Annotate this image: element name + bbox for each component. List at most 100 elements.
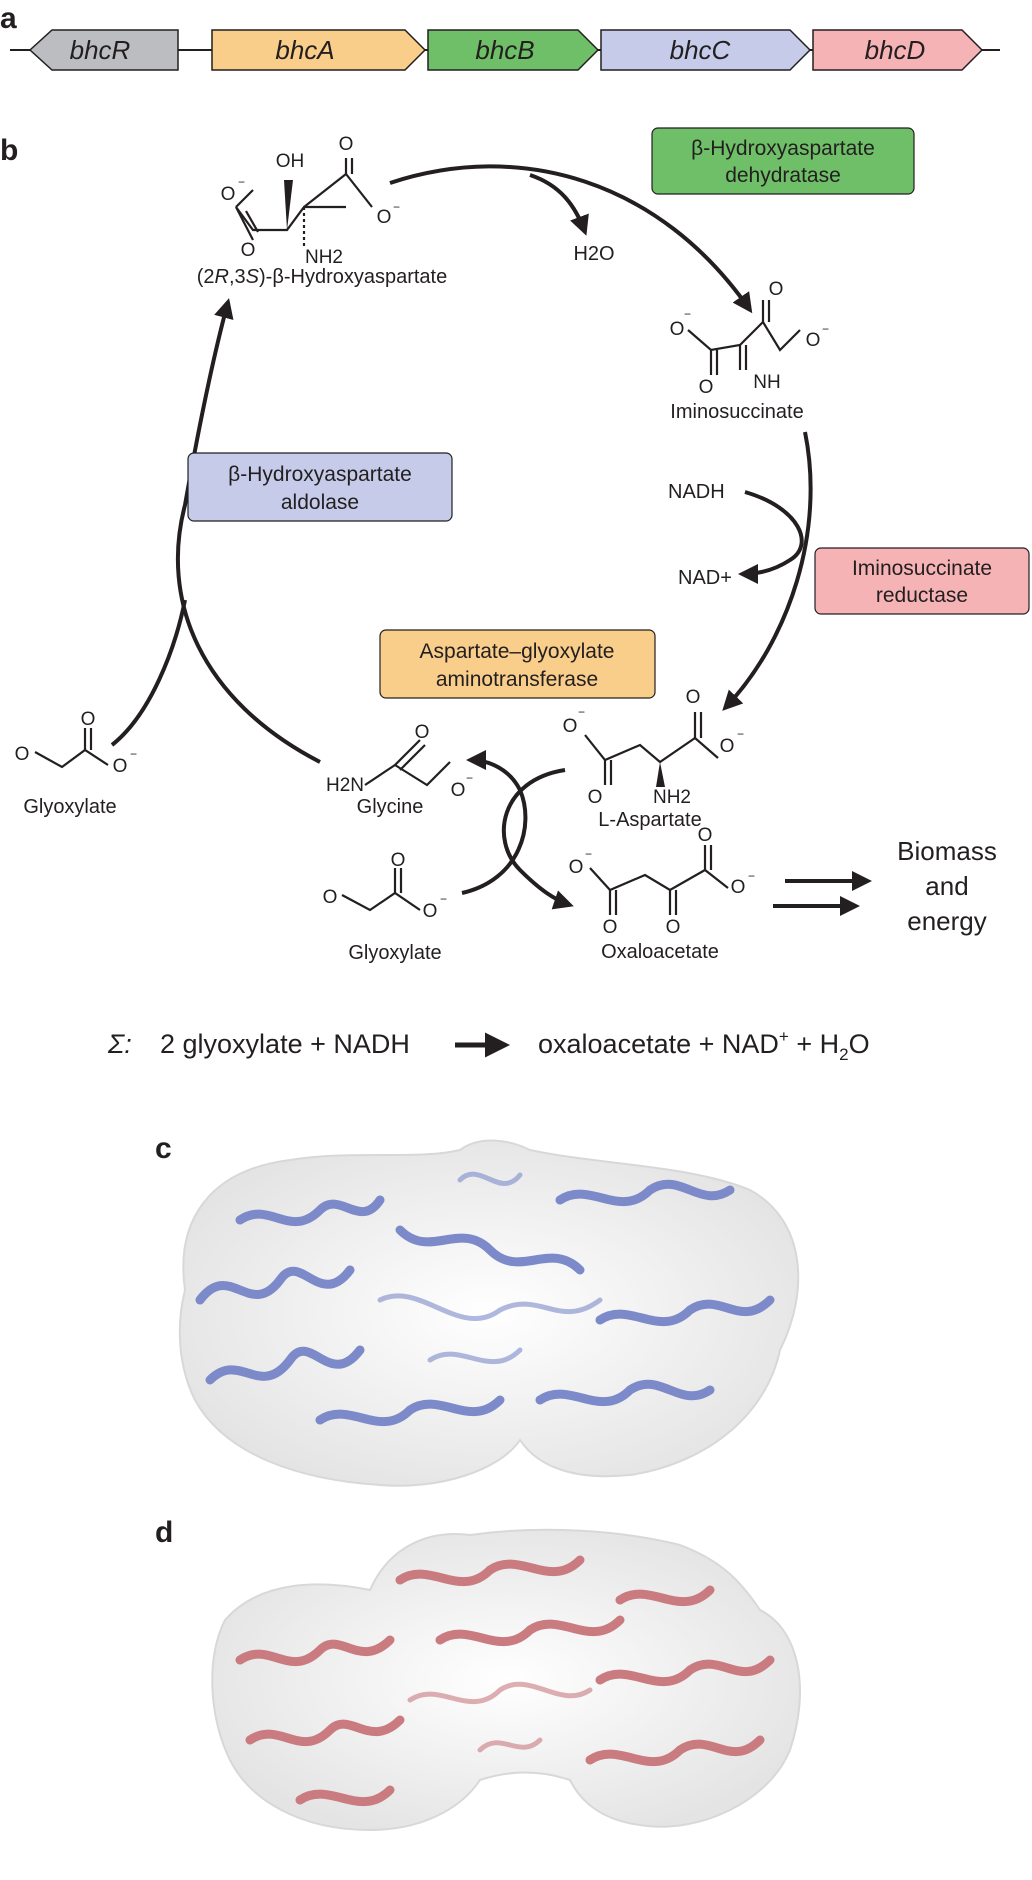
- gene-bhcA: bhcA: [211, 29, 427, 71]
- gene-label-bhcA: bhcA: [275, 35, 334, 65]
- summary-rhs: oxaloacetate + NAD+ + H2O: [538, 1027, 870, 1064]
- panel-d-label: d: [155, 1516, 173, 1549]
- label-aspartate: L-Aspartate: [598, 809, 701, 831]
- atom-nh2: NH2: [305, 247, 343, 268]
- structure-aspartate: O − O O O − NH2 L-Aspartate: [563, 687, 744, 831]
- atom-o-22: O: [603, 917, 618, 938]
- enzyme-reductase-line2: reductase: [876, 584, 968, 607]
- charge-5: −: [578, 705, 585, 719]
- atom-o-9: O: [563, 716, 578, 737]
- atom-o-15: O: [15, 744, 30, 765]
- atom-o-7: O: [769, 279, 784, 300]
- atom-o-14: O: [451, 780, 466, 801]
- structure-glyoxylate-left: O O O − Glyoxylate: [15, 709, 137, 818]
- arrow-nadh-oxidation: [738, 490, 804, 584]
- atom-o-8: O: [806, 330, 821, 351]
- enzyme-box-dehydratase: β-Hydroxyaspartate dehydratase: [651, 127, 915, 195]
- atom-oh: OH: [276, 151, 305, 172]
- charge-3: −: [684, 307, 691, 321]
- summary-equation: Σ: 2 glyoxylate + NADH oxaloacetate + NA…: [107, 1027, 870, 1064]
- charge-7: −: [466, 771, 473, 785]
- arrow-aldol-glyoxylate: [110, 599, 187, 747]
- atom-o-20: O: [423, 901, 438, 922]
- atom-nh: NH: [753, 372, 780, 393]
- atom-o-12: O: [720, 736, 735, 757]
- charge-8: −: [130, 747, 137, 761]
- arrow-transamination-aspartate: [501, 768, 574, 910]
- atom-o-19: O: [391, 850, 406, 871]
- protein-d-ribbons: [235, 1555, 775, 1806]
- atom-o-13: O: [415, 722, 430, 743]
- label-oxaloacetate: Oxaloacetate: [601, 941, 719, 963]
- protein-c-ribbons: [195, 1179, 775, 1426]
- atom-o-21: O: [569, 857, 584, 878]
- atom-o-3: O: [339, 134, 354, 155]
- gene-bhcB: bhcB: [427, 29, 600, 71]
- charge-9: −: [440, 892, 447, 906]
- label-iminosuccinate: Iminosuccinate: [670, 401, 803, 423]
- atom-nh2-2: NH2: [653, 787, 691, 808]
- atom-o-4: O: [377, 207, 392, 228]
- label-water: H2O: [573, 243, 614, 265]
- enzyme-aldolase-line1: β-Hydroxyaspartate: [228, 463, 412, 486]
- atom-o-16: O: [81, 709, 96, 730]
- charge-10: −: [585, 847, 592, 861]
- atom-o-10: O: [588, 787, 603, 808]
- gene-arrow-bhcC: [600, 29, 812, 71]
- protein-d-surface: [211, 1528, 801, 1832]
- panel-b-label: b: [0, 134, 18, 167]
- enzyme-reductase-line1: Iminosuccinate: [852, 557, 992, 580]
- atom-o-23: O: [666, 917, 681, 938]
- atom-o-5: O: [670, 319, 685, 340]
- charge-4: −: [822, 322, 829, 336]
- protein-c-surface: [178, 1139, 800, 1487]
- atom-o-17: O: [113, 756, 128, 777]
- gene-label-bhcD: bhcD: [865, 35, 926, 65]
- protein-structure-c: [178, 1139, 800, 1487]
- gene-arrow-bhcD: [812, 29, 984, 71]
- gene-arrow-bhcB: [427, 29, 600, 71]
- panel-a-label: a: [0, 2, 17, 35]
- enzyme-aminotransferase-line2: aminotransferase: [436, 668, 598, 691]
- gene-arrow-bhcR: [28, 29, 179, 71]
- charge-2: −: [393, 200, 400, 214]
- protein-d-loops: [407, 1681, 593, 1753]
- summary-lhs: 2 glyoxylate + NADH: [160, 1029, 410, 1059]
- gene-label-bhcR: bhcR: [70, 35, 131, 65]
- gene-bhcC: bhcC: [600, 29, 812, 71]
- label-glyoxylate-bottom: Glyoxylate: [348, 942, 441, 964]
- enzyme-aminotransferase-line1: Aspartate–glyoxylate: [420, 640, 615, 663]
- gene-bhcD: bhcD: [812, 29, 984, 71]
- atom-o-2: O: [241, 240, 256, 261]
- atom-o-24: O: [698, 825, 713, 846]
- label-glyoxylate-left: Glyoxylate: [23, 796, 116, 818]
- atom-o-25: O: [731, 877, 746, 898]
- enzyme-box-aldolase: β-Hydroxyaspartate aldolase: [187, 452, 453, 522]
- enzyme-dehydratase-line1: β-Hydroxyaspartate: [691, 137, 875, 160]
- atom-o-1: O: [221, 184, 236, 205]
- label-biomass-line1: Biomass: [897, 836, 997, 866]
- structure-glycine: H2N O O − Glycine: [326, 722, 473, 818]
- charge-11: −: [748, 869, 755, 883]
- protein-c-loops: [377, 1171, 603, 1364]
- structure-glyoxylate-bottom: O O O − Glyoxylate: [323, 850, 447, 964]
- enzyme-aldolase-line2: aldolase: [281, 491, 359, 514]
- arrow-reduction: [722, 431, 813, 711]
- gene-label-bhcC: bhcC: [670, 35, 731, 65]
- gene-arrow-bhcA: [211, 29, 427, 71]
- label-glycine: Glycine: [357, 796, 424, 818]
- gene-label-bhcB: bhcB: [475, 35, 534, 65]
- enzyme-dehydratase-line2: dehydratase: [725, 164, 841, 187]
- protein-structure-d: [211, 1528, 801, 1832]
- label-biomass-line2: and: [925, 871, 968, 901]
- charge-6: −: [737, 727, 744, 741]
- label-nadh: NADH: [668, 481, 725, 503]
- atom-o-18: O: [323, 887, 338, 908]
- panel-c-label: c: [155, 1132, 172, 1165]
- atom-h2n: H2N: [326, 775, 364, 796]
- label-hydroxyaspartate: (2R,3S)-β-Hydroxyaspartate: [197, 266, 448, 288]
- charge-1: −: [238, 175, 245, 189]
- arrow-water-release: [529, 173, 589, 236]
- arrow-transamination-glyoxylate: [461, 750, 528, 895]
